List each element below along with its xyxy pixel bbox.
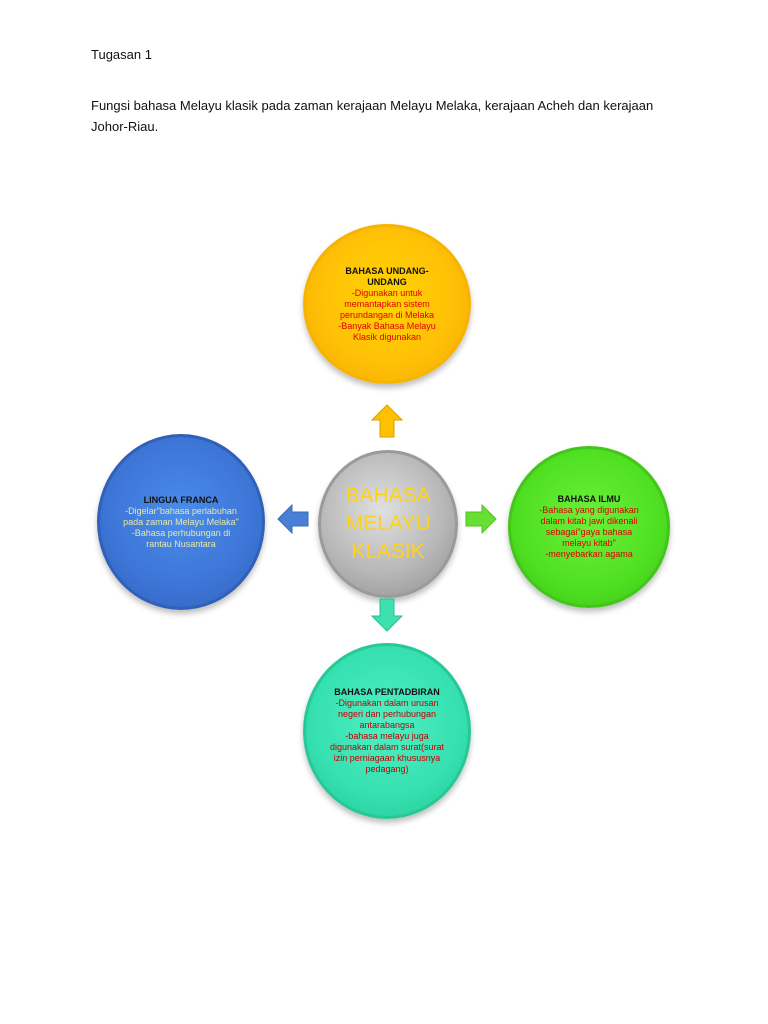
arrow-down-shape [371,598,403,632]
arrow-right-shape [465,504,497,534]
arrow-left-shape [277,504,309,534]
node-title: BAHASA ILMU [557,494,621,504]
node-line: -Banyak Bahasa Melayu Klasik digunakan [338,320,436,342]
node-bahasa-ilmu: BAHASA ILMU -Bahasa yang digunakan dalam… [508,446,670,608]
center-line: MELAYU [345,512,431,535]
node-title: BAHASA UNDANG-UNDANG [345,265,429,287]
node-title: LINGUA FRANCA [143,494,219,505]
arrow-down-icon [371,598,403,632]
node-lingua-franca: LINGUA FRANCA -Digelar"bahasa perlabuhan… [97,434,265,610]
node-bahasa-pentadbiran: BAHASA PENTADBIRAN -Digunakan dalam urus… [303,643,471,819]
node-line: -Bahasa yang digunakan dalam kitab jawi … [539,505,639,548]
node-line: -Digelar"bahasa perlabuhan pada zaman Me… [123,505,239,527]
arrow-right-icon [465,504,497,534]
node-line: -Digunakan untuk memantapkan sistem peru… [339,287,435,320]
node-center-bahasa-melayu-klasik: BAHASA MELAYU KLASIK [318,450,458,598]
node-line: -menyebarkan agama [545,549,633,559]
node-bahasa-undang-undang: BAHASA UNDANG-UNDANG -Digunakan untuk me… [303,224,471,384]
node-line: -Digunakan dalam urusan negeri dan perhu… [335,698,439,730]
node-line: -Bahasa perhubungan di rantau Nusantara [131,527,231,549]
document-intro: Fungsi bahasa Melayu klasik pada zaman k… [91,98,654,134]
arrow-up-icon [371,404,403,438]
node-title: BAHASA PENTADBIRAN [334,687,440,697]
center-line: BAHASA [345,484,431,507]
arrow-left-icon [277,504,309,534]
node-line: -bahasa melayu juga digunakan dalam sura… [329,731,445,774]
center-line: KLASIK [351,540,425,563]
document-heading: Tugasan 1 [91,47,152,62]
arrow-up-shape [371,404,403,438]
